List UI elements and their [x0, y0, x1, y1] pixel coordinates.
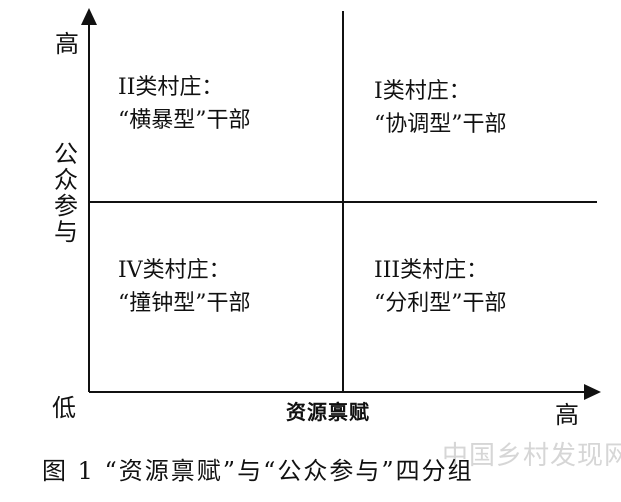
y-axis-high-label: 高	[55, 30, 79, 58]
quadrant-bottom-right: III类村庄： “分利型”干部	[374, 255, 507, 320]
quadrant-top-left-title: II类村庄：	[118, 75, 224, 100]
x-axis-title: 资源禀赋	[286, 400, 370, 424]
quadrant-bottom-left-subtitle: “撞钟型”干部	[118, 290, 251, 316]
figure-caption: 图 1 “资源禀赋”与“公众参与”四分组	[42, 457, 474, 485]
quadrant-top-right-subtitle: “协调型”干部	[374, 111, 507, 137]
quadrant-top-left-subtitle: “横暴型”干部	[118, 107, 251, 133]
watermark: 中国乡村发现网	[442, 441, 621, 471]
x-axis-arrow	[584, 384, 601, 400]
x-axis-high-label: 高	[555, 401, 579, 429]
quadrant-top-right: I类村庄： “协调型”干部	[374, 76, 507, 141]
quadrant-bottom-right-subtitle: “分利型”干部	[374, 290, 507, 316]
quadrant-bottom-right-title: III类村庄：	[374, 258, 489, 283]
quadrant-bottom-left-title: IV类村庄：	[118, 258, 231, 283]
quadrant-top-left: II类村庄： “横暴型”干部	[118, 72, 251, 137]
quadrant-bottom-left: IV类村庄： “撞钟型”干部	[118, 255, 251, 320]
origin-low-label: 低	[52, 394, 76, 422]
y-axis-title: 公众参与	[54, 140, 78, 246]
y-axis-arrow	[81, 8, 97, 25]
quadrant-top-right-title: I类村庄：	[374, 79, 471, 104]
